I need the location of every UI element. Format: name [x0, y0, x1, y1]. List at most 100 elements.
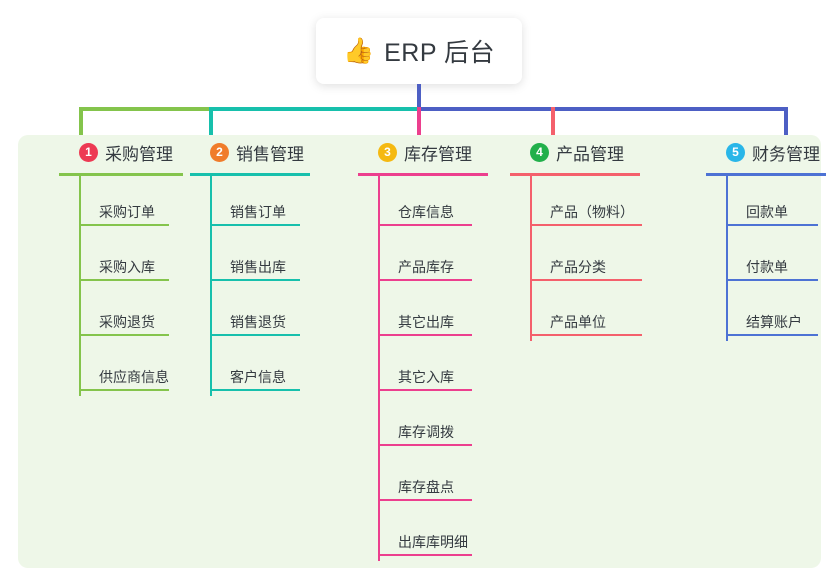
branch-column-产品管理: 4 产品管理产品（物料） 产品分类产品单位 [510, 135, 680, 341]
leaf-item-underline [532, 279, 642, 281]
branch-underline [358, 173, 488, 176]
branch-title: 产品管理 [556, 144, 624, 164]
leaf-item-label: 产品（物料） [550, 204, 634, 220]
connector-drop-3 [417, 107, 421, 137]
leaf-item[interactable]: 销售出库 [212, 231, 340, 286]
connector-bus-teal [210, 107, 418, 111]
branch-leaf-list: 回款单付款单结算账户 [706, 176, 839, 341]
leaf-item[interactable]: 采购入库 [81, 231, 209, 286]
leaf-item[interactable]: 产品分类 [532, 231, 680, 286]
leaf-item-label: 出库库明细 [398, 534, 468, 550]
leaf-item[interactable]: 库存调拨 [380, 396, 518, 451]
branch-number-badge: 4 [530, 142, 549, 162]
leaf-item-label: 产品库存 [398, 259, 454, 275]
leaf-item-underline [380, 334, 472, 336]
leaf-item-underline [380, 499, 472, 501]
leaf-item[interactable]: 仓库信息 [380, 176, 518, 231]
leaf-item[interactable]: 库存盘点 [380, 451, 518, 506]
leaf-item[interactable]: 其它入库 [380, 341, 518, 396]
leaf-item-underline [380, 444, 472, 446]
branch-header[interactable]: 2 销售管理 [190, 135, 340, 169]
leaf-item-underline [380, 389, 472, 391]
leaf-item-underline [532, 334, 642, 336]
branch-title: 财务管理 [752, 144, 820, 164]
leaf-item-underline [532, 224, 642, 226]
connector-drop-1 [79, 107, 83, 137]
leaf-item[interactable]: 供应商信息 [81, 341, 209, 396]
branch-header[interactable]: 1 采购管理 [59, 135, 209, 169]
leaf-item[interactable]: 采购退货 [81, 286, 209, 341]
leaf-item[interactable]: 出库库明细 [380, 506, 518, 561]
leaf-item-underline [728, 279, 818, 281]
leaf-item-label: 产品单位 [550, 314, 606, 330]
leaf-item-label: 客户信息 [230, 369, 286, 385]
connector-trunk [417, 84, 421, 109]
leaf-item[interactable]: 其它出库 [380, 286, 518, 341]
connector-bus-blue [418, 107, 787, 111]
leaf-item-label: 付款单 [746, 259, 788, 275]
branch-number-badge: 1 [79, 142, 98, 162]
leaf-item-label: 销售退货 [230, 314, 286, 330]
leaf-item-label: 采购入库 [99, 259, 155, 275]
leaf-item[interactable]: 销售订单 [212, 176, 340, 231]
branch-title: 销售管理 [236, 144, 304, 164]
connector-bus-green [79, 107, 210, 111]
leaf-item-label: 回款单 [746, 204, 788, 220]
connector-drop-4 [551, 107, 555, 137]
branch-spine [726, 176, 728, 341]
leaf-item[interactable]: 付款单 [728, 231, 839, 286]
leaf-item-label: 结算账户 [746, 314, 802, 330]
branch-column-销售管理: 2 销售管理销售订单销售出库销售退货客户信息 [190, 135, 340, 396]
branch-header[interactable]: 4 产品管理 [510, 135, 680, 169]
leaf-item-label: 采购退货 [99, 314, 155, 330]
connector-drop-5 [784, 107, 788, 137]
leaf-item-label: 其它出库 [398, 314, 454, 330]
branch-underline [510, 173, 640, 176]
branch-spine [210, 176, 212, 396]
leaf-item[interactable]: 产品（物料） [532, 176, 680, 231]
leaf-item-underline [380, 554, 472, 556]
leaf-item-label: 产品分类 [550, 259, 606, 275]
leaf-item[interactable]: 客户信息 [212, 341, 340, 396]
branch-spine [79, 176, 81, 396]
branch-underline [190, 173, 310, 176]
branch-number-badge: 2 [210, 142, 229, 162]
branch-column-财务管理: 5 财务管理回款单付款单结算账户 [706, 135, 839, 341]
leaf-item[interactable]: 结算账户 [728, 286, 839, 341]
leaf-item-underline [212, 224, 300, 226]
leaf-item-label: 库存盘点 [398, 479, 454, 495]
leaf-item-underline [380, 224, 472, 226]
leaf-item-underline [81, 279, 169, 281]
branch-header[interactable]: 5 财务管理 [706, 135, 839, 169]
leaf-item-underline [81, 224, 169, 226]
thumbs-up-icon: 👍 [342, 36, 375, 65]
branch-underline [59, 173, 183, 176]
leaf-item[interactable]: 销售退货 [212, 286, 340, 341]
leaf-item-underline [728, 224, 818, 226]
branch-leaf-list: 产品（物料） 产品分类产品单位 [510, 176, 680, 341]
root-node-card[interactable]: 👍 ERP 后台 [316, 18, 522, 84]
leaf-item-label: 销售订单 [230, 204, 286, 220]
leaf-item-underline [212, 389, 300, 391]
branch-title: 库存管理 [404, 144, 472, 164]
root-node-title: ERP 后台 [384, 39, 496, 67]
leaf-item[interactable]: 产品库存 [380, 231, 518, 286]
branch-number-badge: 5 [726, 142, 745, 162]
branch-leaf-list: 销售订单销售出库销售退货客户信息 [190, 176, 340, 396]
leaf-item[interactable]: 采购订单 [81, 176, 209, 231]
leaf-item-label: 采购订单 [99, 204, 155, 220]
leaf-item-underline [212, 334, 300, 336]
leaf-item-label: 仓库信息 [398, 204, 454, 220]
branch-leaf-list: 采购订单采购入库采购退货供应商信息 [59, 176, 209, 396]
branch-column-采购管理: 1 采购管理采购订单采购入库采购退货供应商信息 [59, 135, 209, 396]
branch-title: 采购管理 [105, 144, 173, 164]
leaf-item-underline [380, 279, 472, 281]
branch-spine [378, 176, 380, 561]
leaf-item-label: 库存调拨 [398, 424, 454, 440]
leaf-item[interactable]: 回款单 [728, 176, 839, 231]
branch-spine [530, 176, 532, 341]
leaf-item[interactable]: 产品单位 [532, 286, 680, 341]
